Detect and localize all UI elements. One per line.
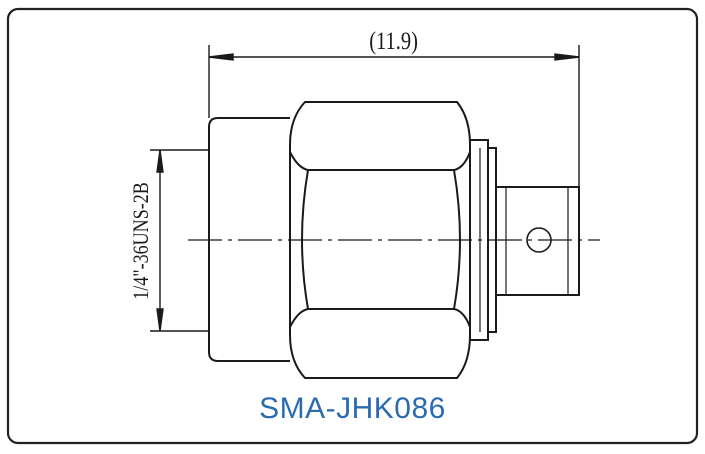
- thread-spec-text: 1/4"-36UNS-2B: [129, 182, 153, 300]
- length-dimension-text: (11.9): [369, 27, 418, 54]
- drawing-frame: [6, 7, 699, 445]
- rear-barrel: [495, 186, 580, 296]
- length-dimension: [208, 45, 580, 187]
- hex-nut: [289, 101, 471, 379]
- thread-arrowhead-top: [156, 149, 164, 173]
- part-number-label: SMA-JHK086: [259, 392, 446, 425]
- thread-arrowhead-bottom: [156, 308, 164, 332]
- thread-dimension: [150, 149, 209, 332]
- arrowhead-right: [554, 53, 580, 61]
- arrowhead-left: [208, 53, 234, 61]
